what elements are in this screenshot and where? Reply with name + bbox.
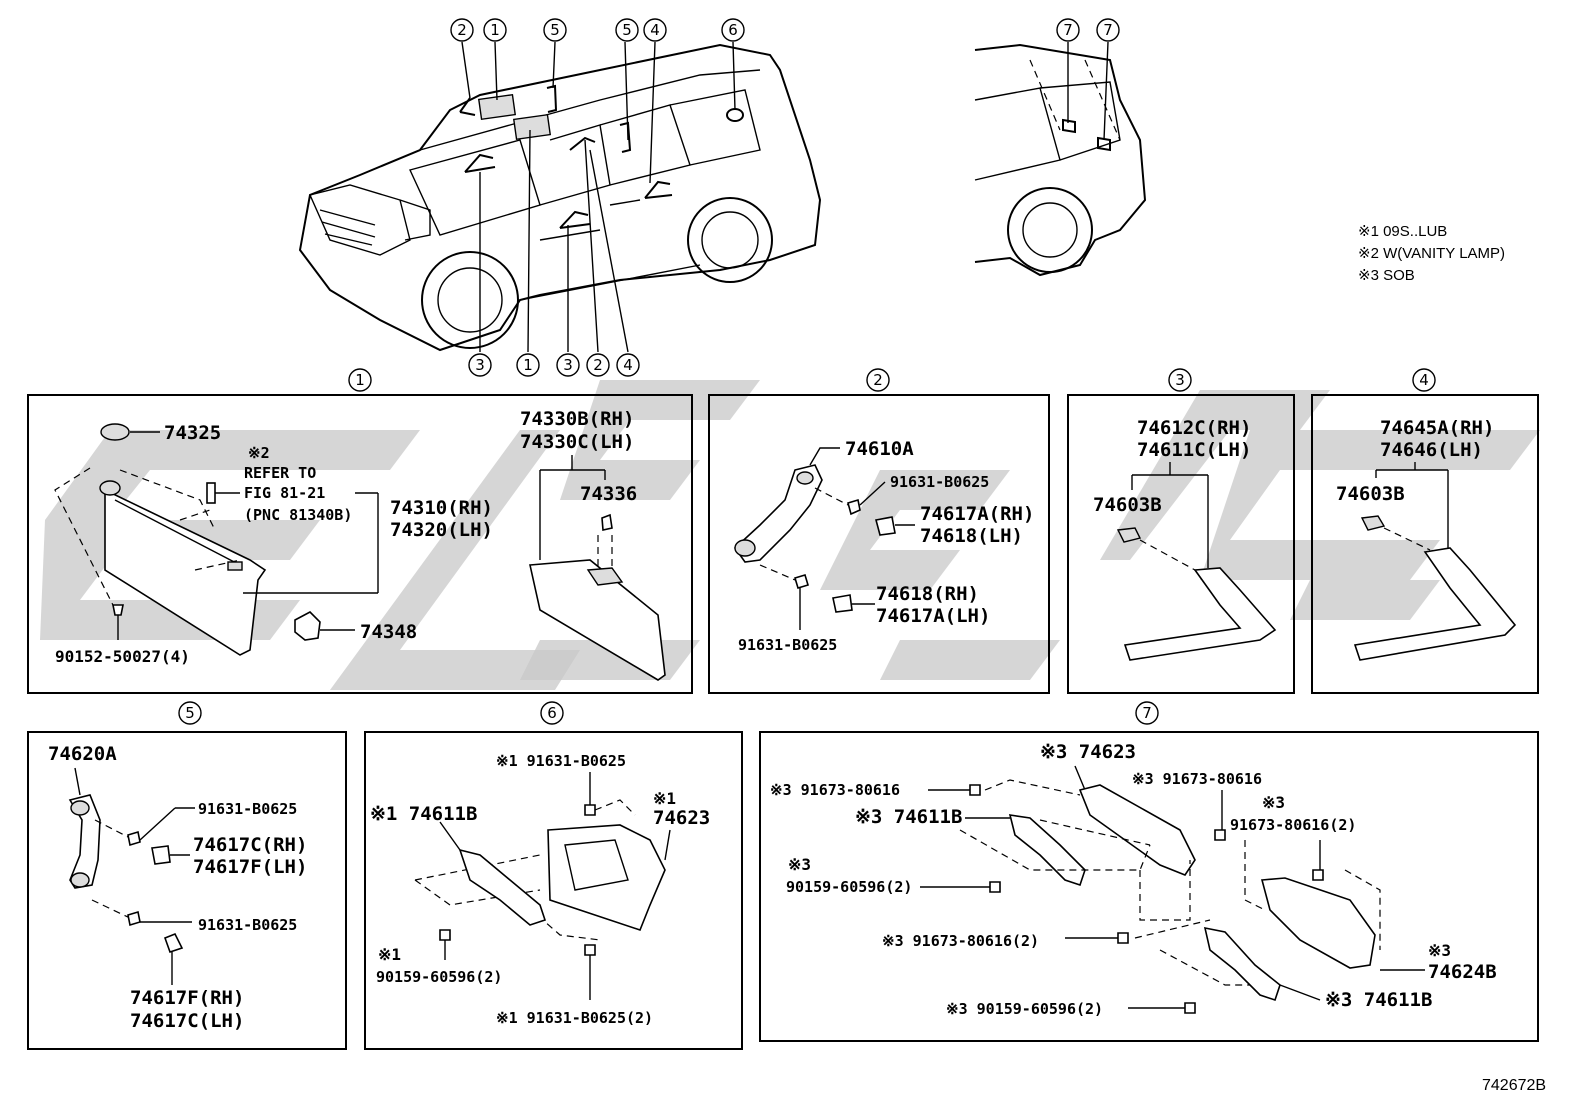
svg-text:※2 W(VANITY LAMP): ※2 W(VANITY LAMP) — [1358, 245, 1505, 262]
svg-text:※1: ※1 — [378, 945, 401, 964]
svg-text:※1 91631-B0625: ※1 91631-B0625 — [496, 752, 626, 770]
svg-text:※3 SOB: ※3 SOB — [1358, 267, 1415, 284]
svg-text:※3 90159-60596(2): ※3 90159-60596(2) — [946, 1000, 1103, 1018]
svg-text:5: 5 — [622, 21, 632, 39]
svg-text:90159-60596(2): 90159-60596(2) — [376, 968, 502, 986]
svg-text:74310(RH): 74310(RH) — [390, 497, 493, 519]
svg-text:74623: 74623 — [653, 807, 710, 829]
svg-text:7: 7 — [1063, 21, 1073, 39]
svg-text:5: 5 — [550, 21, 560, 39]
section-6-number: 6 — [547, 704, 557, 722]
svg-text:91631-B0625: 91631-B0625 — [738, 636, 837, 654]
svg-text:1: 1 — [490, 21, 500, 39]
svg-text:※1 09S..LUB: ※1 09S..LUB — [1358, 223, 1447, 240]
section-1-number: 1 — [355, 371, 365, 389]
svg-text:74320(LH): 74320(LH) — [390, 519, 493, 541]
section-4: 4 74645A(RH) 74646(LH) 74603B — [1311, 368, 1539, 694]
svg-text:74617F(LH): 74617F(LH) — [193, 856, 307, 878]
svg-text:74624B: 74624B — [1428, 961, 1497, 983]
svg-text:91631-B0625: 91631-B0625 — [198, 916, 297, 934]
svg-text:74611C(LH): 74611C(LH) — [1137, 439, 1251, 461]
section-7: 7 ※3 74623 ※3 91673-80616 ※3 91673-80616… — [759, 701, 1539, 1042]
svg-text:※3: ※3 — [788, 855, 811, 874]
svg-text:74348: 74348 — [360, 621, 417, 643]
svg-text:91673-80616(2): 91673-80616(2) — [1230, 816, 1356, 834]
section-2-number: 2 — [873, 371, 883, 389]
svg-text:3: 3 — [563, 356, 573, 374]
vehicle-overview-rear — [974, 41, 1147, 277]
svg-text:74617A(LH): 74617A(LH) — [876, 605, 990, 627]
svg-text:74325: 74325 — [164, 422, 221, 444]
section-3-number: 3 — [1175, 371, 1185, 389]
svg-text:2: 2 — [593, 356, 603, 374]
vehicle-overview-front — [298, 41, 822, 353]
svg-text:74617A(RH): 74617A(RH) — [920, 503, 1034, 525]
svg-text:74330B(RH): 74330B(RH) — [520, 408, 634, 430]
svg-text:74645A(RH): 74645A(RH) — [1380, 417, 1494, 439]
svg-text:(PNC 81340B): (PNC 81340B) — [244, 506, 352, 524]
svg-text:6: 6 — [728, 21, 738, 39]
svg-text:74603B: 74603B — [1093, 494, 1162, 516]
svg-text:74620A: 74620A — [48, 743, 117, 765]
svg-text:※3: ※3 — [1428, 941, 1451, 960]
svg-text:91631-B0625: 91631-B0625 — [890, 473, 989, 491]
svg-text:※3 74611B: ※3 74611B — [855, 806, 962, 828]
svg-text:91631-B0625: 91631-B0625 — [198, 800, 297, 818]
svg-text:74646(LH): 74646(LH) — [1380, 439, 1483, 461]
svg-text:REFER TO: REFER TO — [244, 464, 316, 482]
notes-legend: ※1 09S..LUB ※2 W(VANITY LAMP) ※3 SOB — [1358, 223, 1505, 284]
svg-text:※3 74611B: ※3 74611B — [1325, 989, 1432, 1011]
svg-text:74617C(LH): 74617C(LH) — [130, 1010, 244, 1032]
svg-text:※1 74611B: ※1 74611B — [370, 803, 477, 825]
svg-text:7: 7 — [1103, 21, 1113, 39]
svg-text:90152-50027(4): 90152-50027(4) — [55, 647, 190, 666]
svg-text:※3 91673-80616: ※3 91673-80616 — [1132, 770, 1262, 788]
svg-text:※3 74623: ※3 74623 — [1040, 741, 1136, 763]
section-5: 5 74620A 91631-B0625 74617C(RH) 74617F(L… — [27, 701, 347, 1050]
svg-text:74617F(RH): 74617F(RH) — [130, 987, 244, 1009]
overview-callouts: 2 1 5 5 4 6 3 1 3 2 4 7 7 — [450, 18, 1120, 377]
svg-text:※3 91673-80616: ※3 91673-80616 — [770, 781, 900, 799]
svg-text:※3 91673-80616(2): ※3 91673-80616(2) — [882, 932, 1039, 950]
section-1: 1 74325 ※2 REFER TO FIG 81-21 (PNC 81340… — [27, 368, 693, 694]
svg-text:4: 4 — [650, 21, 660, 39]
svg-text:74612C(RH): 74612C(RH) — [1137, 417, 1251, 439]
section-6: 6 ※1 91631-B0625 ※1 74623 ※1 74611B ※1 9… — [364, 701, 743, 1050]
section-7-number: 7 — [1142, 704, 1152, 722]
svg-text:74618(RH): 74618(RH) — [876, 583, 979, 605]
svg-text:※2: ※2 — [248, 444, 270, 462]
svg-text:※1: ※1 — [653, 789, 676, 808]
section-4-number: 4 — [1419, 371, 1429, 389]
watermark-logo — [40, 380, 1540, 690]
svg-text:※1 91631-B0625(2): ※1 91631-B0625(2) — [496, 1009, 653, 1027]
svg-text:※3: ※3 — [1262, 793, 1285, 812]
svg-text:3: 3 — [475, 356, 485, 374]
svg-text:74618(LH): 74618(LH) — [920, 525, 1023, 547]
svg-text:2: 2 — [457, 21, 467, 39]
diagram-id: 742672B — [1482, 1077, 1546, 1094]
svg-text:FIG 81-21: FIG 81-21 — [244, 484, 325, 502]
svg-text:4: 4 — [623, 356, 633, 374]
svg-text:74603B: 74603B — [1336, 483, 1405, 505]
svg-text:1: 1 — [523, 356, 533, 374]
section-2: 2 74610A 91631-B0625 74617A(RH) 74618(LH… — [708, 368, 1050, 694]
svg-text:74336: 74336 — [580, 483, 637, 505]
svg-text:90159-60596(2): 90159-60596(2) — [786, 878, 912, 896]
svg-text:74330C(LH): 74330C(LH) — [520, 431, 634, 453]
svg-text:74617C(RH): 74617C(RH) — [193, 834, 307, 856]
svg-text:74610A: 74610A — [845, 438, 914, 460]
section-5-number: 5 — [185, 704, 195, 722]
section-3: 3 74612C(RH) 74611C(LH) 74603B — [1067, 368, 1295, 694]
